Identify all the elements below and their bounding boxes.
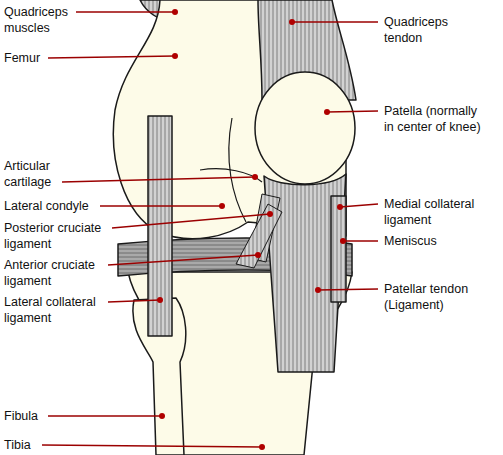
lateral-collateral-ligament — [148, 116, 172, 336]
part-label: Medial collateral ligament — [384, 196, 496, 228]
articular-cartilage — [200, 169, 262, 182]
part-label: Articular cartilage — [4, 158, 66, 190]
leader-dots — [157, 9, 346, 450]
part-label: Anterior cruciate ligament — [4, 257, 114, 289]
part-label: Femur — [4, 50, 84, 66]
part-label: Patella (normally in center of knee) — [384, 103, 486, 135]
part-label: Posterior cruciate ligament — [4, 220, 116, 252]
part-label: Fibula — [4, 408, 64, 424]
patella-bone — [255, 72, 355, 184]
medial-collateral-ligament — [331, 196, 346, 302]
anterior-cruciate-ligament — [236, 204, 282, 268]
part-label: Quadriceps muscles — [4, 4, 84, 36]
part-label: Meniscus — [384, 233, 464, 249]
part-label: Tibia — [4, 437, 64, 453]
part-label: Quadriceps tendon — [384, 14, 464, 46]
part-label: Lateral condyle — [4, 198, 116, 214]
part-label: Patellar tendon (Ligament) — [384, 281, 484, 313]
part-label: Lateral collateral ligament — [4, 294, 114, 326]
